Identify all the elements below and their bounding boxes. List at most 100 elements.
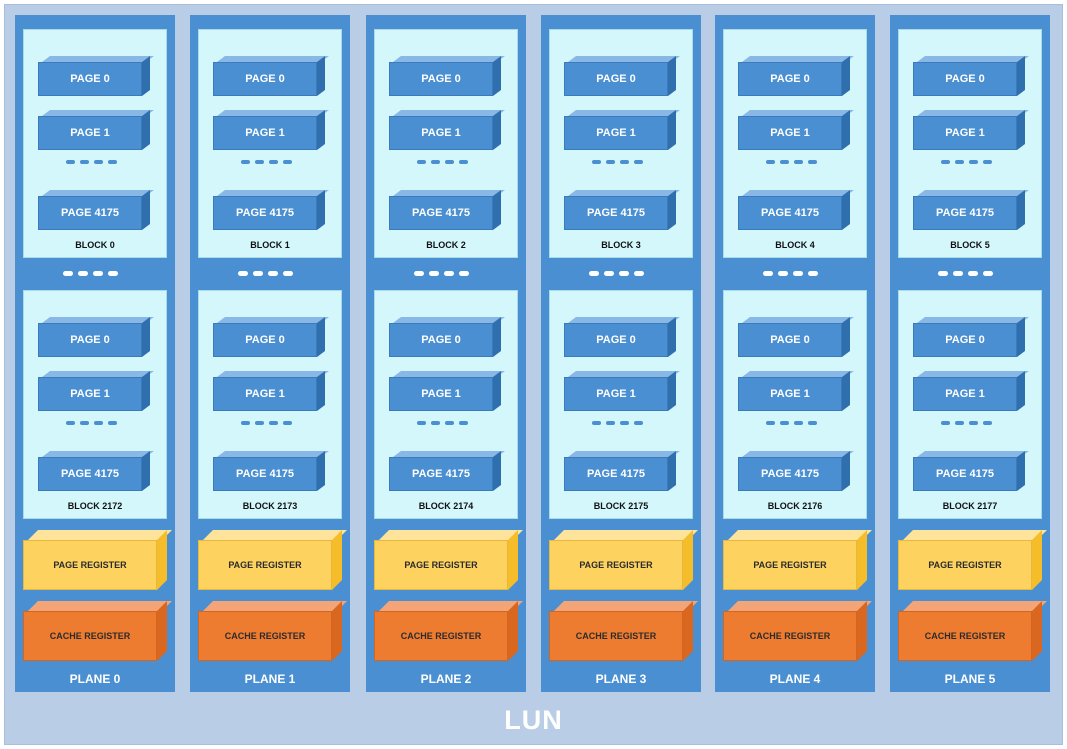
page-register-side-face xyxy=(1032,530,1042,590)
page-label: PAGE 0 xyxy=(38,323,142,357)
cache-register-label: CACHE REGISTER xyxy=(723,611,857,661)
page-side-face xyxy=(668,450,676,491)
ellipsis-dot xyxy=(606,421,615,425)
page-side-face xyxy=(317,450,325,491)
ellipsis-dot xyxy=(94,160,103,164)
page-label: PAGE 1 xyxy=(564,116,668,150)
page-box: PAGE 1 xyxy=(564,109,680,150)
cache-register-side-face xyxy=(508,601,518,661)
page-label: PAGE 1 xyxy=(913,377,1017,411)
page-box: PAGE 1 xyxy=(38,109,154,150)
page-box: PAGE 4175 xyxy=(738,189,854,230)
ellipsis-dot xyxy=(63,271,73,276)
page-register: PAGE REGISTER xyxy=(898,530,1047,590)
block-label: BLOCK 2172 xyxy=(67,501,123,511)
page-box: PAGE 1 xyxy=(213,109,329,150)
ellipsis-dot xyxy=(268,271,278,276)
cache-register-top-face xyxy=(203,601,347,611)
block-label: BLOCK 2174 xyxy=(418,501,474,511)
cache-register-top-face xyxy=(728,601,872,611)
block-label: BLOCK 3 xyxy=(601,240,641,250)
page-box: PAGE 0 xyxy=(389,316,505,357)
ellipsis-dot xyxy=(619,271,629,276)
ellipsis-dot xyxy=(983,271,993,276)
page-side-face xyxy=(142,370,150,411)
block-label: BLOCK 2175 xyxy=(593,501,649,511)
ellipsis-dot xyxy=(793,271,803,276)
page-side-face xyxy=(668,316,676,357)
ellipsis-dot xyxy=(983,160,992,164)
page-box: PAGE 0 xyxy=(38,316,154,357)
page-side-face xyxy=(668,55,676,96)
ellipsis-dot xyxy=(241,160,250,164)
blocks-ellipsis xyxy=(414,271,469,276)
ellipsis-dot xyxy=(459,271,469,276)
blocks-ellipsis xyxy=(63,271,118,276)
cache-register: CACHE REGISTER xyxy=(898,601,1047,661)
page-label: PAGE 4175 xyxy=(564,196,668,230)
ellipsis-dot xyxy=(808,271,818,276)
page-label: PAGE 0 xyxy=(389,323,493,357)
ellipsis-dot xyxy=(238,271,248,276)
cache-register-top-face xyxy=(554,601,698,611)
ellipsis-dot xyxy=(780,421,789,425)
page-box: PAGE 0 xyxy=(389,55,505,96)
pages-ellipsis xyxy=(941,421,992,425)
ellipsis-dot xyxy=(969,421,978,425)
page-side-face xyxy=(493,450,501,491)
page-side-face xyxy=(1017,316,1025,357)
block-label: BLOCK 2177 xyxy=(942,501,998,511)
page-side-face xyxy=(1017,450,1025,491)
page-label: PAGE 0 xyxy=(389,62,493,96)
ellipsis-dot xyxy=(93,271,103,276)
page-label: PAGE 0 xyxy=(213,323,317,357)
page-label: PAGE 1 xyxy=(913,116,1017,150)
ellipsis-dot xyxy=(283,160,292,164)
page-box: PAGE 4175 xyxy=(389,450,505,491)
page-label: PAGE 0 xyxy=(738,62,842,96)
page-side-face xyxy=(1017,370,1025,411)
page-side-face xyxy=(142,316,150,357)
page-side-face xyxy=(142,109,150,150)
page-register-top-face xyxy=(903,530,1047,540)
page-box: PAGE 1 xyxy=(38,370,154,411)
ellipsis-dot xyxy=(108,160,117,164)
page-box: PAGE 0 xyxy=(913,316,1029,357)
cache-register-label: CACHE REGISTER xyxy=(898,611,1032,661)
blocks-ellipsis xyxy=(938,271,993,276)
page-box: PAGE 0 xyxy=(738,55,854,96)
page-box: PAGE 4175 xyxy=(213,189,329,230)
page-side-face xyxy=(317,189,325,230)
ellipsis-dot xyxy=(417,160,426,164)
page-box: PAGE 1 xyxy=(389,370,505,411)
page-register-label: PAGE REGISTER xyxy=(23,540,157,590)
ellipsis-dot xyxy=(955,421,964,425)
ellipsis-dot xyxy=(634,271,644,276)
ellipsis-dot xyxy=(459,421,468,425)
page-register-side-face xyxy=(332,530,342,590)
page-side-face xyxy=(842,109,850,150)
ellipsis-dot xyxy=(459,160,468,164)
page-side-face xyxy=(668,370,676,411)
cache-register-side-face xyxy=(1032,601,1042,661)
cache-register-side-face xyxy=(857,601,867,661)
page-box: PAGE 4175 xyxy=(738,450,854,491)
ellipsis-dot xyxy=(953,271,963,276)
ellipsis-dot xyxy=(66,421,75,425)
page-side-face xyxy=(842,450,850,491)
page-label: PAGE 4175 xyxy=(913,196,1017,230)
block-label: BLOCK 1 xyxy=(250,240,290,250)
ellipsis-dot xyxy=(794,160,803,164)
page-box: PAGE 4175 xyxy=(913,189,1029,230)
ellipsis-dot xyxy=(445,421,454,425)
block-label: BLOCK 2 xyxy=(426,240,466,250)
ellipsis-dot xyxy=(417,421,426,425)
page-label: PAGE 4175 xyxy=(389,196,493,230)
page-register: PAGE REGISTER xyxy=(723,530,872,590)
pages-ellipsis xyxy=(592,160,643,164)
